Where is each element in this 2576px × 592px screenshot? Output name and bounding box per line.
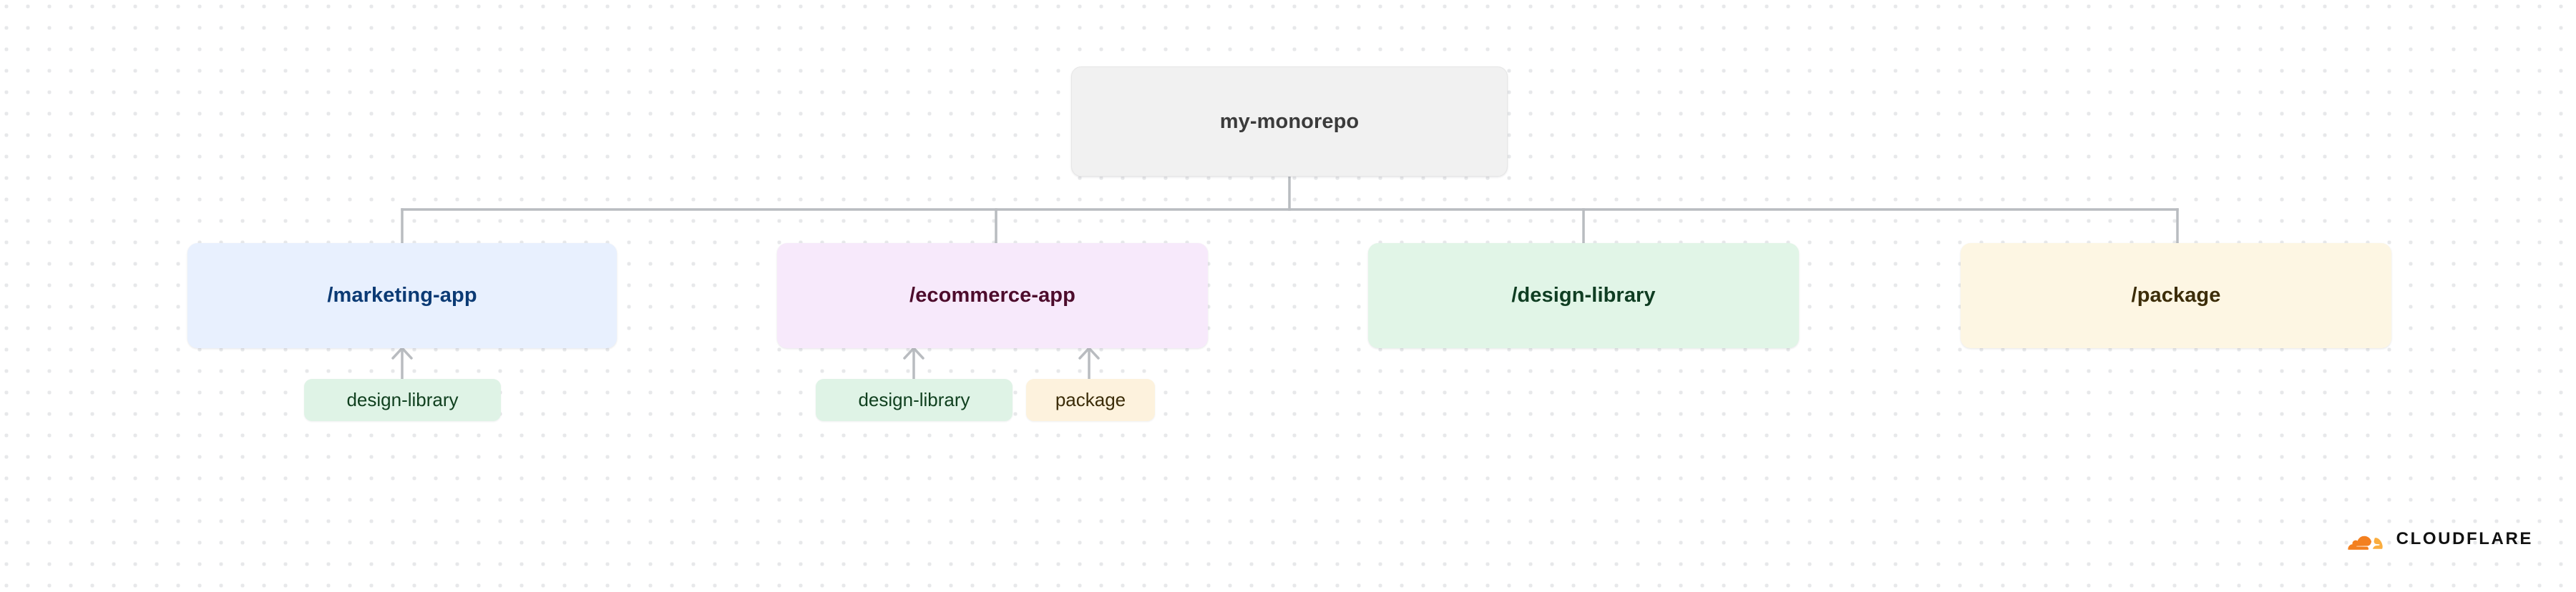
cloudflare-cloud-icon: [2348, 536, 2383, 550]
node-package[interactable]: /package: [1961, 243, 2391, 348]
dependency-chip-ecommerce-app-package[interactable]: package: [1026, 379, 1155, 421]
node-label-marketing-app: /marketing-app: [327, 284, 477, 307]
node-my-monorepo[interactable]: my-monorepo: [1071, 66, 1508, 177]
node-label-my-monorepo: my-monorepo: [1219, 109, 1360, 133]
arrowhead-marketing-app: [391, 347, 413, 360]
cloudflare-wordmark: CLOUDFLARE: [2396, 529, 2533, 548]
dependency-chip-label: design-library: [858, 389, 970, 410]
dependency-chip-label: design-library: [346, 389, 459, 410]
node-label-package: /package: [2131, 284, 2221, 307]
node-ecommerce-app[interactable]: /ecommerce-app: [777, 243, 1208, 348]
arrowhead-ecommerce-app-design-library: [903, 347, 924, 360]
dependency-chip-marketing-app-design-library[interactable]: design-library: [304, 379, 501, 421]
dependency-chip-ecommerce-app-design-library[interactable]: design-library: [816, 379, 1013, 421]
cloudflare-logo: CLOUDFLARE: [2334, 526, 2533, 553]
dependency-chip-label: package: [1055, 389, 1126, 410]
node-label-design-library: /design-library: [1511, 284, 1656, 307]
node-label-ecommerce-app: /ecommerce-app: [909, 284, 1075, 307]
node-design-library[interactable]: /design-library: [1368, 243, 1799, 348]
arrowhead-ecommerce-app-package: [1078, 347, 1100, 360]
node-marketing-app[interactable]: /marketing-app: [187, 243, 617, 348]
